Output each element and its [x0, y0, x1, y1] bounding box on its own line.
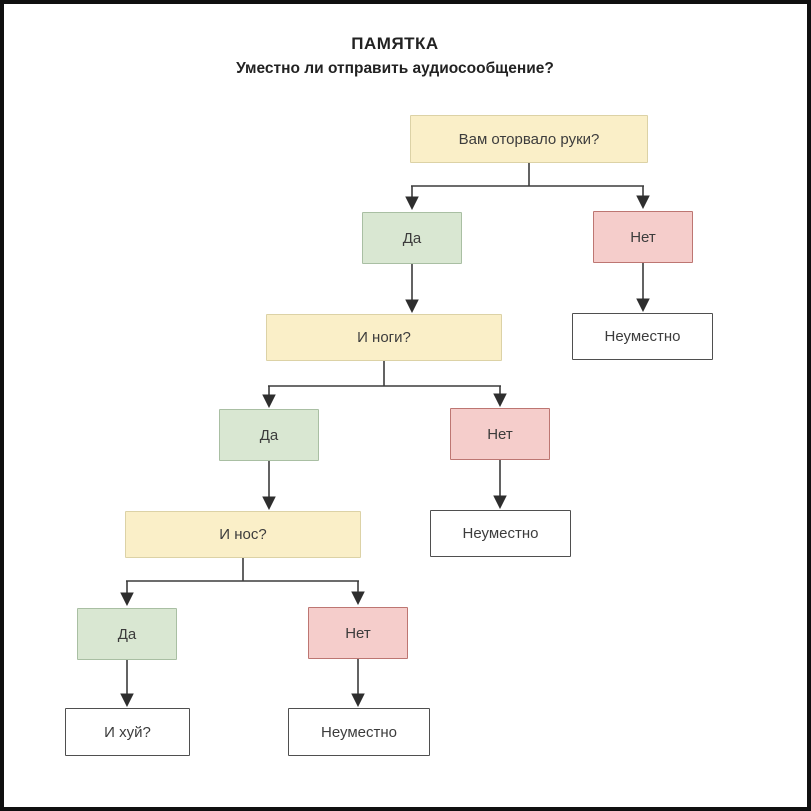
node-yes-1: Да [362, 212, 462, 264]
node-no-1: Нет [593, 211, 693, 263]
node-result-inappropriate-3: Неуместно [288, 708, 430, 756]
node-final-question: И хуй? [65, 708, 190, 756]
node-yes-2: Да [219, 409, 319, 461]
node-no-2: Нет [450, 408, 550, 460]
node-question-hands: Вам оторвало руки? [410, 115, 648, 163]
page-subtitle: Уместно ли отправить аудиосообщение? [236, 60, 554, 77]
node-no-3: Нет [308, 607, 408, 659]
page-title: ПАМЯТКА [351, 34, 439, 53]
node-question-legs: И ноги? [266, 314, 502, 361]
node-result-inappropriate-1: Неуместно [572, 313, 713, 360]
title-block: ПАМЯТКА Уместно ли отправить аудиосообще… [0, 34, 790, 78]
node-result-inappropriate-2: Неуместно [430, 510, 571, 557]
node-yes-3: Да [77, 608, 177, 660]
node-question-nose: И нос? [125, 511, 361, 558]
